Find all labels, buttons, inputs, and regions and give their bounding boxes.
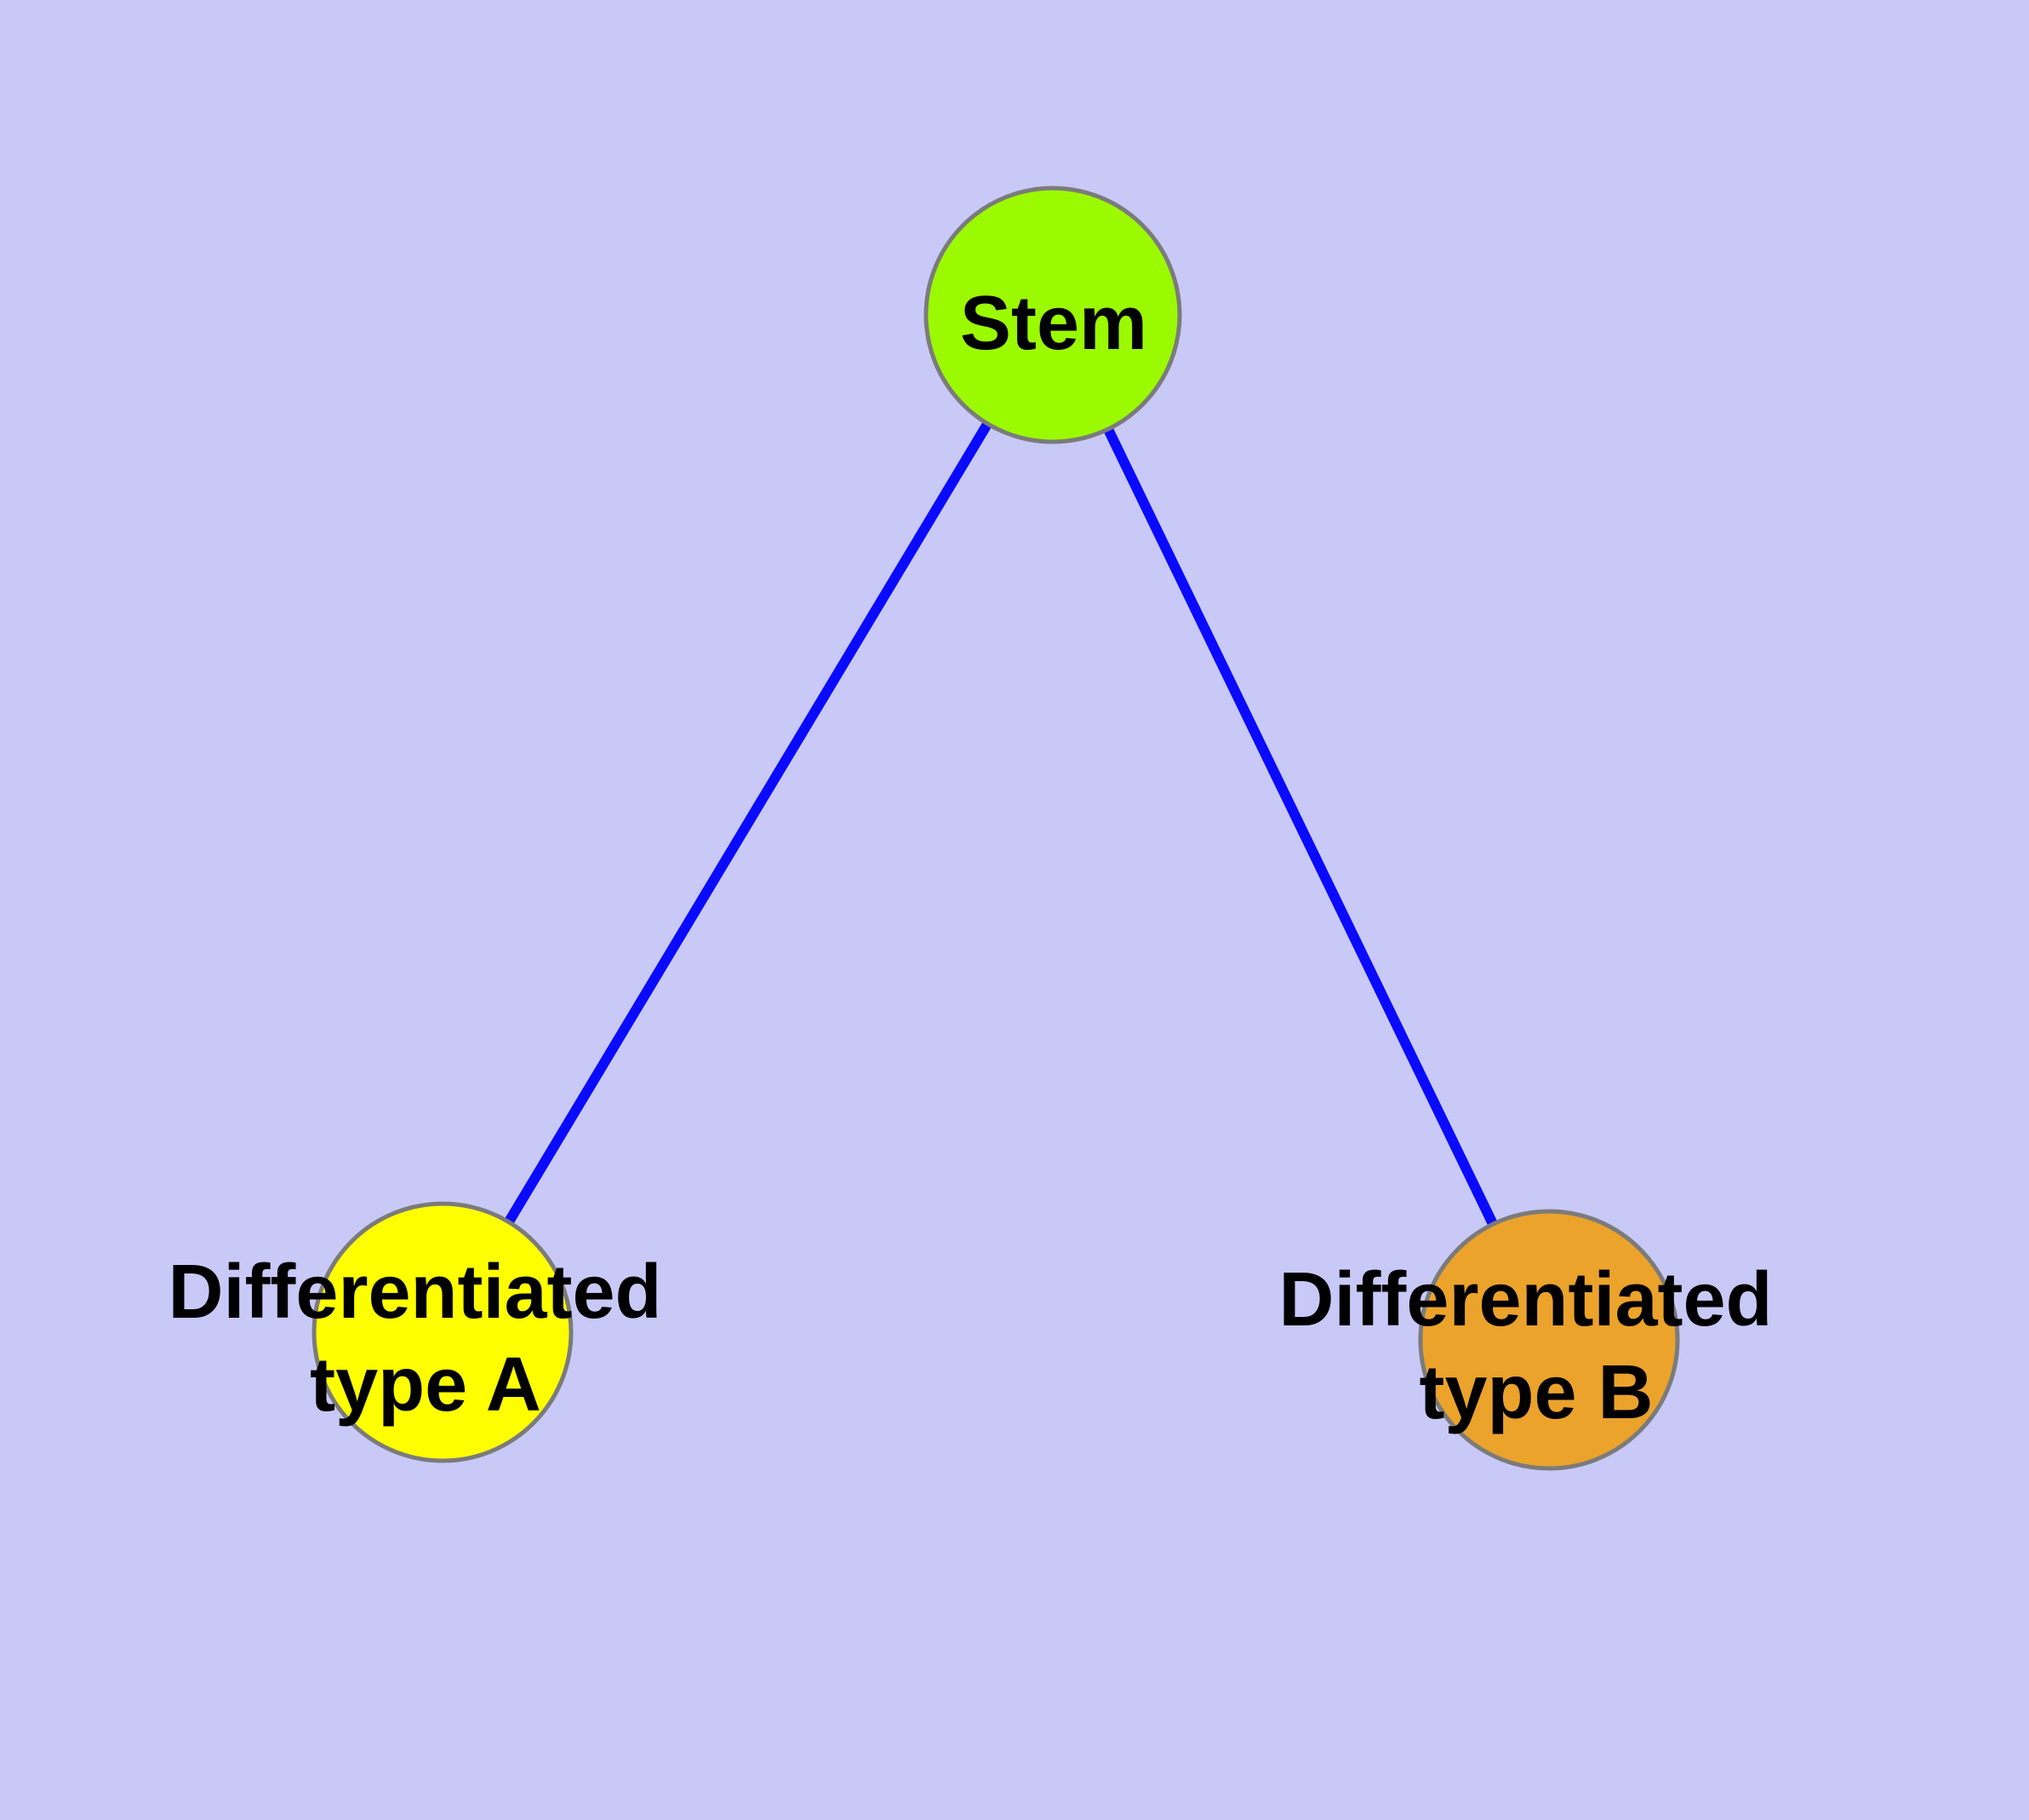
node-differentiated-type-b-label-line2: type B: [1419, 1350, 1653, 1435]
node-differentiated-type-a-label: Differentiated type A: [168, 1250, 683, 1428]
node-differentiated-type-a: [311, 1201, 574, 1463]
node-stem: [923, 186, 1182, 444]
node-differentiated-type-a-label-line1: Differentiated: [168, 1250, 661, 1335]
node-differentiated-type-b: [1418, 1209, 1680, 1471]
node-differentiated-type-a-label-line2: type A: [310, 1342, 541, 1428]
node-stem-label: Stem: [960, 281, 1147, 366]
node-differentiated-type-b-label-line1: Differentiated: [1278, 1257, 1772, 1342]
node-differentiated-type-b-label: Differentiated type B: [1278, 1257, 1793, 1435]
edge-stem-to-type-a: [437, 312, 1058, 1336]
edge-stem-to-type-b: [1048, 312, 1554, 1342]
